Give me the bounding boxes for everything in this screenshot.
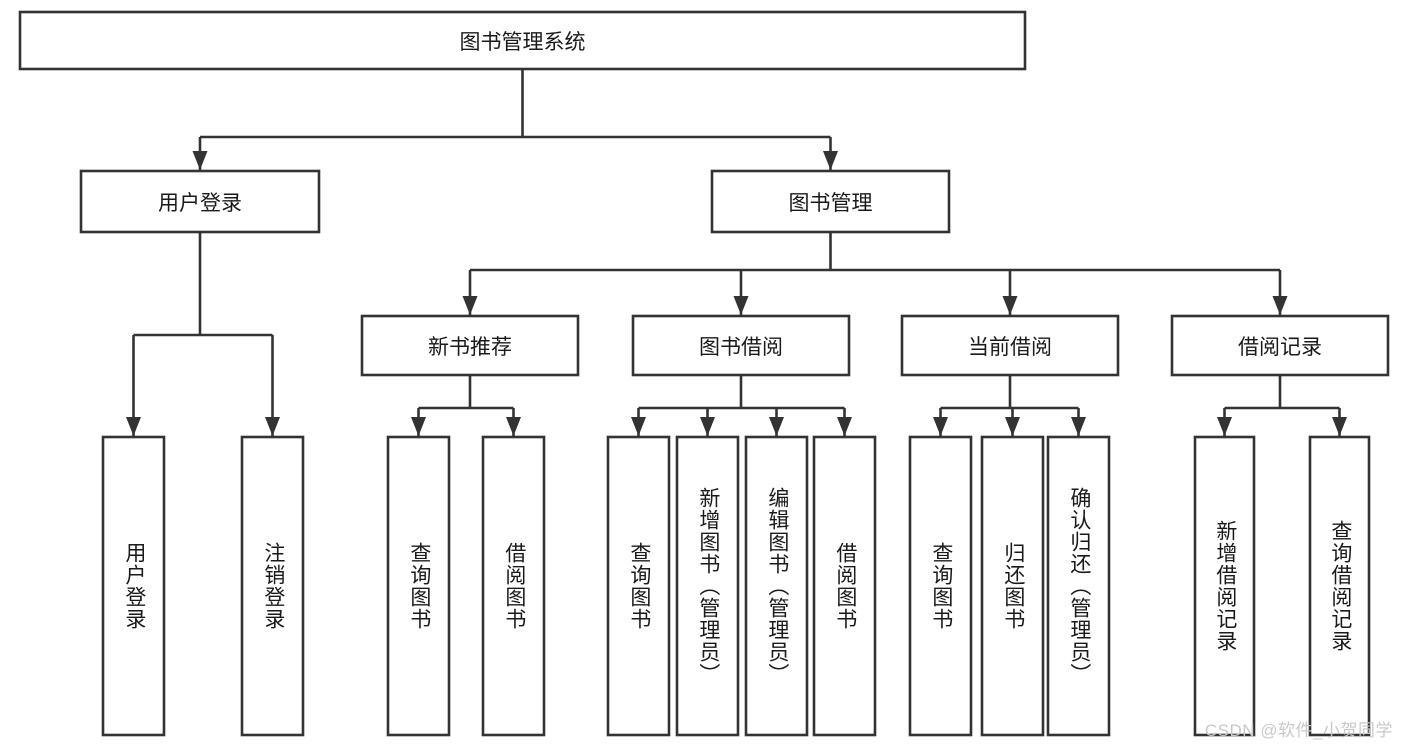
node-box-leaf-user-login[interactable] (101, 435, 166, 737)
node-box-leaf-return-book[interactable] (980, 435, 1045, 737)
node-box-leaf-borrow-book[interactable] (812, 435, 877, 737)
arrow-head-icon-new-book-recommend-1 (506, 417, 521, 436)
arrow-head-icon-root-1 (823, 151, 838, 170)
node-box-leaf-borrow-book-rec[interactable] (481, 435, 546, 737)
arrow-head-icon-current-borrow-1 (1005, 417, 1020, 436)
arrow-head-icon-current-borrow-0 (933, 417, 948, 436)
arrow-head-icon-borrow-record-1 (1332, 417, 1347, 436)
node-box-leaf-query-book-rec[interactable] (386, 435, 451, 737)
node-box-user-login[interactable] (79, 169, 321, 234)
node-box-book-borrow[interactable] (631, 314, 851, 377)
arrow-head-icon-user-login-0 (126, 417, 141, 436)
arrow-head-icon-user-login-1 (265, 417, 280, 436)
watermark-csdn: CSDN @软件_小贺同学 (1204, 721, 1393, 740)
arrow-head-icon-current-borrow-2 (1071, 417, 1086, 436)
node-box-leaf-logout[interactable] (240, 435, 305, 737)
node-box-new-book-recommend[interactable] (360, 314, 580, 377)
arrow-head-icon-bm-1 (733, 296, 749, 315)
arrow-head-icon-book-borrow-2 (769, 417, 784, 436)
node-box-borrow-record[interactable] (1170, 314, 1390, 377)
node-box-leaf-query-borrow-record[interactable] (1308, 435, 1371, 737)
node-box-current-borrow[interactable] (900, 314, 1120, 377)
arrow-head-icon-root-0 (192, 151, 208, 170)
arrow-head-icon-borrow-record-0 (1217, 417, 1232, 436)
arrow-head-icon-book-borrow-0 (631, 417, 646, 436)
node-box-book-management[interactable] (710, 169, 951, 234)
connectors-layer (126, 69, 1347, 436)
boxes-layer (18, 10, 1390, 737)
node-box-leaf-confirm-return[interactable] (1046, 435, 1111, 737)
node-box-leaf-add-book[interactable] (675, 435, 740, 737)
arrow-head-icon-book-borrow-3 (837, 417, 852, 436)
node-box-leaf-query-book-current[interactable] (908, 435, 973, 737)
arrow-head-icon-bm-2 (1002, 296, 1018, 315)
arrow-head-icon-book-borrow-1 (700, 417, 715, 436)
node-box-leaf-add-borrow-record[interactable] (1193, 435, 1256, 737)
node-box-root[interactable] (18, 10, 1027, 71)
arrow-head-icon-new-book-recommend-0 (411, 417, 426, 436)
node-box-leaf-edit-book[interactable] (744, 435, 809, 737)
arrow-head-icon-bm-0 (462, 296, 478, 315)
node-box-leaf-query-book-borrow[interactable] (606, 435, 671, 737)
arrow-head-icon-bm-3 (1272, 296, 1288, 315)
